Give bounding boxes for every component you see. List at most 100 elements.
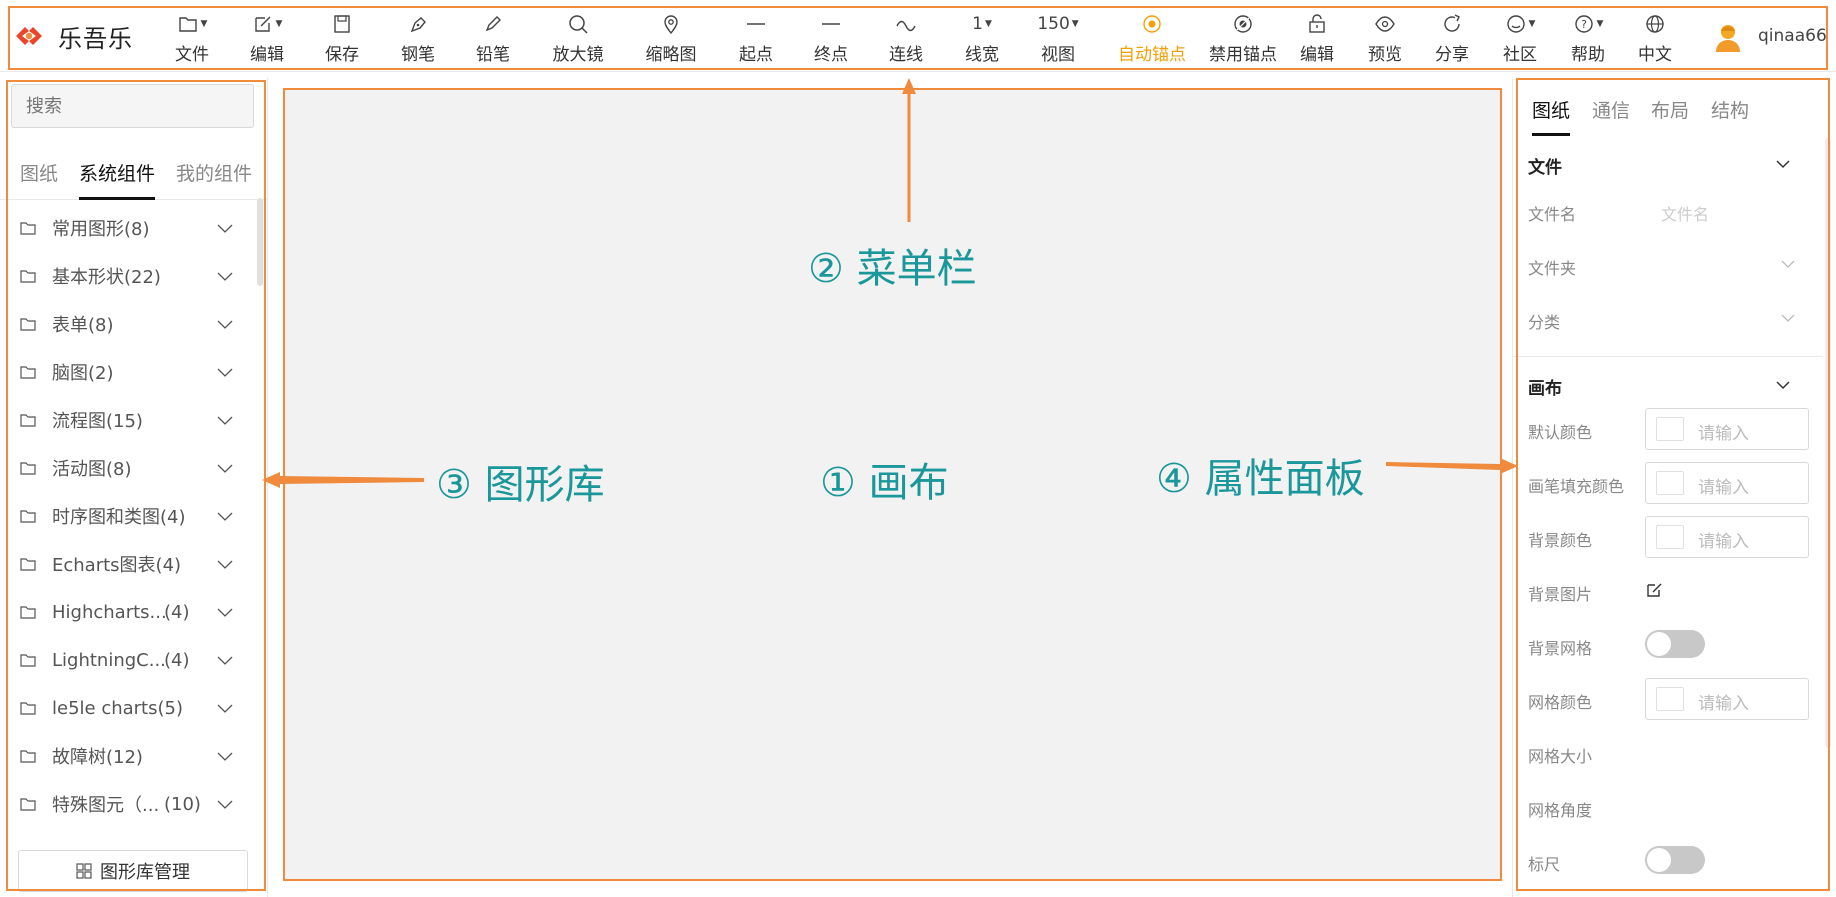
toolbar-view-select[interactable]: 150▼ 视图 [1037, 14, 1079, 65]
ruler-label: 标尺 [1528, 855, 1561, 874]
toolbar-file-menu[interactable]: ▼ 文件 [157, 10, 227, 66]
folder-icon [20, 462, 36, 475]
tab-communication[interactable]: 通信 [1592, 100, 1631, 122]
folder-icon [20, 510, 36, 523]
zoom-value: 150 [1037, 14, 1070, 34]
list-item[interactable]: Echarts图表(4) [0, 544, 252, 584]
properties-callout: ④ 属性面板 [1156, 456, 1365, 502]
ruler-toggle[interactable] [1645, 846, 1705, 874]
chevron-down-icon [217, 272, 233, 281]
chevron-down-icon: ▼ [1071, 19, 1079, 29]
toolbar-magnifier-button[interactable]: 放大镜 [543, 10, 613, 66]
toolbar-auto-anchor-button[interactable]: 自动锚点 [1117, 10, 1187, 66]
tab-layout[interactable]: 布局 [1651, 100, 1690, 122]
library-manage-button[interactable]: 图形库管理 [18, 850, 248, 892]
list-item[interactable]: Highcharts...(4) [0, 592, 252, 632]
chevron-down-icon [217, 800, 233, 809]
file-section-title[interactable]: 文件 [1528, 158, 1562, 178]
list-item[interactable]: le5le charts(5) [0, 688, 252, 728]
list-item[interactable]: 特殊图元（...(10) [0, 784, 252, 824]
background-image-label: 背景图片 [1528, 585, 1593, 604]
share-icon [1441, 10, 1463, 38]
user-menu[interactable]: qinaa66 [1712, 16, 1827, 56]
list-item[interactable]: LightningC...(4) [0, 640, 252, 680]
toolbar-save-button[interactable]: 保存 [307, 10, 377, 66]
toolbar-help-menu[interactable]: ?▼ 帮助 [1553, 10, 1623, 66]
chevron-down-icon [217, 464, 233, 473]
grid-color-input[interactable]: 请输入 [1645, 678, 1809, 720]
list-item[interactable]: 常用图形(8) [0, 208, 252, 248]
toggle-knob [1647, 848, 1671, 872]
background-color-input[interactable]: 请输入 [1645, 516, 1809, 558]
tab-system-components[interactable]: 系统组件 [79, 156, 156, 200]
svg-text:?: ? [1581, 18, 1587, 31]
properties-scrollbar[interactable] [1825, 138, 1831, 748]
toolbar-pencil-button[interactable]: 铅笔 [458, 10, 528, 66]
folder-icon [20, 366, 36, 379]
toolbar-lock-edit-button[interactable]: 编辑 [1282, 10, 1352, 66]
tab-drawings[interactable]: 图纸 [20, 163, 59, 185]
chevron-down-icon[interactable] [1774, 155, 1792, 173]
drawing-canvas[interactable] [283, 88, 1501, 881]
folder-icon [20, 606, 36, 619]
toolbar-community-menu[interactable]: ▼ 社区 [1485, 10, 1555, 66]
list-item[interactable]: 脑图(2) [0, 352, 252, 392]
pencil-icon [482, 10, 504, 38]
chevron-down-icon [217, 224, 233, 233]
list-item[interactable]: 活动图(8) [0, 448, 252, 488]
library-scrollbar[interactable] [257, 198, 263, 286]
toolbar-pen-button[interactable]: 钢笔 [383, 10, 453, 66]
pen-fill-color-label: 画笔填充颜色 [1528, 477, 1625, 496]
edit-icon[interactable] [1645, 581, 1663, 599]
toolbar-thumbnail-button[interactable]: 缩略图 [636, 10, 706, 66]
folder-icon [20, 558, 36, 571]
pen-icon [407, 10, 429, 38]
divider [1513, 356, 1823, 357]
folder-select-chevron-icon[interactable] [1780, 256, 1796, 272]
tab-structure[interactable]: 结构 [1711, 100, 1750, 122]
color-swatch[interactable] [1656, 471, 1684, 495]
eye-icon [1374, 10, 1396, 38]
globe-icon [1644, 10, 1666, 38]
category-select-chevron-icon[interactable] [1780, 310, 1796, 326]
curve-icon [895, 10, 917, 38]
list-item[interactable]: 表单(8) [0, 304, 252, 344]
color-swatch[interactable] [1656, 525, 1684, 549]
color-swatch[interactable] [1656, 687, 1684, 711]
chevron-down-icon [217, 752, 233, 761]
list-item[interactable]: 流程图(15) [0, 400, 252, 440]
chevron-down-icon[interactable] [1774, 376, 1792, 394]
app-name: 乐吾乐 [58, 24, 133, 53]
filename-input[interactable]: 文件名 [1661, 205, 1710, 224]
toolbar-edit-menu[interactable]: ▼ 编辑 [232, 10, 302, 66]
list-item[interactable]: 时序图和类图(4) [0, 496, 252, 536]
toolbar-connector-button[interactable]: 连线 [871, 10, 941, 66]
folder-icon [20, 318, 36, 331]
library-callout: ③ 图形库 [436, 462, 605, 508]
list-item[interactable]: 基本形状(22) [0, 256, 252, 296]
toolbar-line-width-select[interactable]: 1▼ 线宽 [965, 14, 999, 65]
background-color-label: 背景颜色 [1528, 531, 1593, 550]
folder-label: 文件夹 [1528, 259, 1577, 278]
search-input[interactable] [11, 84, 254, 128]
chevron-down-icon [217, 704, 233, 713]
default-color-input[interactable]: 请输入 [1645, 408, 1809, 450]
tab-drawing[interactable]: 图纸 [1532, 96, 1571, 136]
toolbar-end-arrow-button[interactable]: 终点 [796, 10, 866, 66]
toolbar-share-button[interactable]: 分享 [1417, 10, 1487, 66]
folder-icon [20, 702, 36, 715]
toolbar-language-button[interactable]: 中文 [1620, 10, 1690, 66]
toolbar-preview-button[interactable]: 预览 [1350, 10, 1420, 66]
folder-icon [20, 222, 36, 235]
color-swatch[interactable] [1656, 417, 1684, 441]
list-item[interactable]: 故障树(12) [0, 736, 252, 776]
background-grid-toggle[interactable] [1645, 630, 1705, 658]
pen-fill-color-input[interactable]: 请输入 [1645, 462, 1809, 504]
toolbar-disable-anchor-button[interactable]: 禁用锚点 [1208, 10, 1278, 66]
toggle-knob [1647, 632, 1671, 656]
canvas-section-title[interactable]: 画布 [1528, 379, 1562, 399]
app-logo[interactable]: 乐吾乐 [12, 18, 133, 54]
chevron-down-icon [217, 320, 233, 329]
toolbar-start-arrow-button[interactable]: 起点 [721, 10, 791, 66]
tab-my-components[interactable]: 我的组件 [176, 163, 253, 185]
